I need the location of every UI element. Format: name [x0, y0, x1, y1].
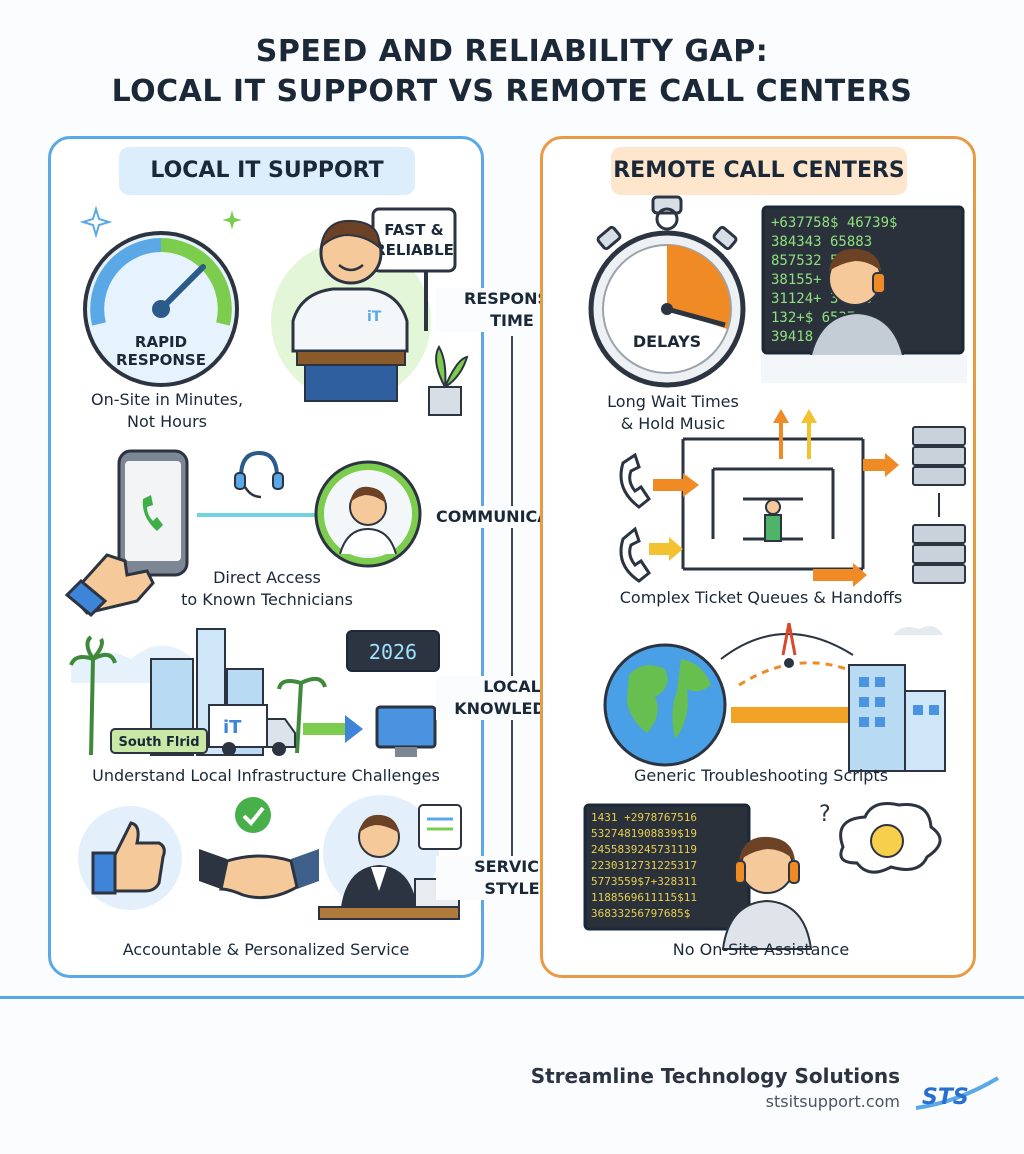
sparkle-icon — [222, 210, 242, 230]
caption-direct-access: Direct Access to Known Technicians — [181, 568, 353, 609]
sts-logo-icon: STS — [915, 1076, 1000, 1110]
screen-code-row: 2230312731225317 — [591, 859, 697, 872]
svg-text:?: ? — [819, 802, 831, 827]
screen-code-row: 5773559$7+328311 — [591, 875, 697, 888]
caption-on-site-minutes: On-Site in Minutes, Not Hours — [90, 390, 244, 431]
svg-text:DELAYS: DELAYS — [633, 332, 701, 351]
screen-code-row: 384343 65883 — [771, 234, 872, 250]
svg-text:iT: iT — [223, 717, 242, 738]
svg-text:iT: iT — [367, 309, 382, 325]
screen-code-row: 36833256797685$ — [591, 907, 690, 920]
svg-text:RAPID: RAPID — [135, 333, 187, 351]
screen-code-row: 2455839245731119 — [591, 843, 697, 856]
svg-text:RELIABLE: RELIABLE — [374, 241, 454, 259]
caption-generic-scripts: Generic Troubleshooting Scripts — [633, 766, 889, 785]
ticket-maze-illustration — [619, 409, 966, 587]
globe-to-building-illustration — [603, 622, 946, 772]
svg-text:South Flrid: South Flrid — [118, 735, 199, 750]
sparkle-icon — [79, 205, 113, 239]
remote-panel-heading: REMOTE CALL CENTERS — [611, 147, 907, 195]
company-url[interactable]: stsitsupport.com — [765, 1092, 900, 1111]
divider-line — [511, 336, 513, 876]
caption-local-infrastructure: Understand Local Infrastructure Challeng… — [92, 766, 440, 785]
screen-code-row: 1188569611115$11 — [591, 891, 697, 904]
checkmark-icon — [235, 797, 271, 833]
digital-clock-icon: 2026 — [346, 630, 440, 672]
company-name: Streamline Technology Solutions — [530, 1064, 900, 1088]
footer-divider — [0, 996, 1024, 999]
svg-text:STS: STS — [922, 1085, 969, 1110]
technician-illustration: FAST & RELIABLE iT — [271, 207, 469, 416]
speedometer-icon: RAPID RESPONSE — [83, 231, 239, 387]
technician-avatar — [314, 460, 422, 568]
page-title: SPEED AND RELIABILITY GAP: LOCAL IT SUPP… — [111, 34, 913, 109]
svg-text:FAST &: FAST & — [384, 221, 443, 239]
screen-code-row: 5327481908839$19 — [591, 827, 697, 840]
remote-call-centers-panel: REMOTE CALL CENTERS DELAYS +637758$ 4673… — [540, 136, 976, 978]
caption-personalized-service: Accountable & Personalized Service — [122, 940, 410, 959]
caption-long-wait-times: Long Wait Times & Hold Music — [607, 392, 739, 433]
phone-in-hand-icon — [64, 449, 189, 618]
city-skyline-illustration: South Flrid iT — [69, 628, 437, 757]
handshake-icon — [199, 849, 319, 900]
stopwatch-icon: DELAYS — [588, 195, 746, 388]
screen-code-row: 1431 +2978767516 — [591, 811, 697, 824]
businessman-at-desk-illustration — [318, 795, 462, 920]
caption-ticket-queues: Complex Ticket Queues & Handoffs — [619, 588, 903, 607]
local-it-support-panel: LOCAL IT SUPPORT RAPID RESPONSE FAST & R… — [48, 136, 484, 978]
caption-no-on-site-assistance: No On-Site Assistance — [672, 940, 850, 959]
svg-text:RESPONSE: RESPONSE — [116, 351, 206, 369]
connection-line — [197, 513, 317, 517]
headset-icon — [234, 450, 284, 499]
screen-code-row: +637758$ 46739$ — [771, 215, 897, 231]
local-panel-heading: LOCAL IT SUPPORT — [119, 147, 415, 195]
thumbs-up-icon — [78, 806, 182, 910]
confused-agent-illustration: 1431 +2978767516 5327481908839$19 24558392… — [583, 802, 942, 950]
svg-text:2026: 2026 — [369, 640, 417, 664]
